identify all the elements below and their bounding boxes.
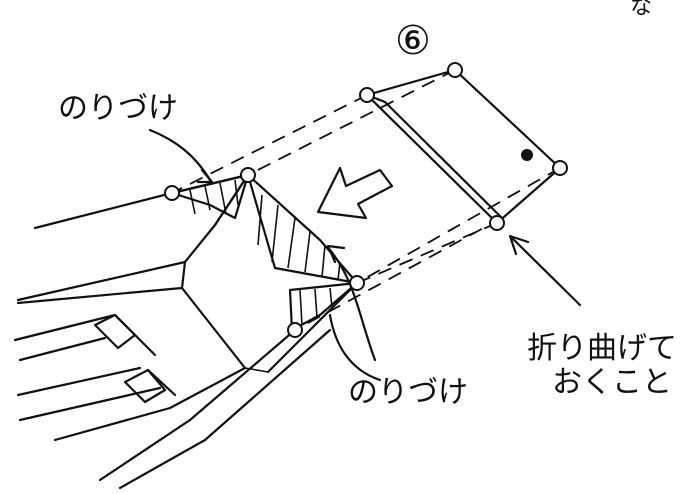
glue-area-top <box>170 173 250 220</box>
point-2 <box>240 167 256 183</box>
tab-upper <box>93 313 137 350</box>
guide-line-1 <box>171 94 368 194</box>
slot-left-edge <box>246 173 277 270</box>
body-top-edge <box>33 191 174 230</box>
body-front-edge <box>266 281 359 374</box>
point-5 <box>359 87 375 103</box>
leader-fold-note-arrowhead <box>508 234 530 256</box>
body-left-edge-4 <box>18 336 107 362</box>
label-fold-note-line1: 折り曲げて <box>527 331 677 366</box>
body-left-edge-5 <box>16 366 142 397</box>
inner-panel-top <box>213 173 250 227</box>
tab-lower <box>123 368 167 404</box>
body-flap-edge-2 <box>188 328 297 422</box>
body-left-edge-2 <box>16 286 184 305</box>
leader-glue-slot <box>328 248 377 362</box>
guide-line-4 <box>356 167 561 284</box>
alignment-guides <box>171 69 561 331</box>
guide-line-2 <box>247 69 456 176</box>
point-1 <box>164 185 180 201</box>
body-bottom-edge-2 <box>118 438 207 490</box>
body-bottom-edge-3 <box>168 366 247 410</box>
glue-area-slot <box>257 194 341 281</box>
body-flap-edge <box>203 328 332 442</box>
point-7 <box>552 160 568 176</box>
body-bottom-edge-1 <box>98 418 192 482</box>
corner-text-fragment: な <box>630 0 652 20</box>
body-left-edge-3 <box>13 313 117 342</box>
slot-right-edge <box>246 173 359 285</box>
leader-glue-top <box>148 128 212 182</box>
glue-tab-top <box>170 173 250 220</box>
move-direction-arrow <box>316 166 394 220</box>
label-fold-note-line2: おくこと <box>552 365 672 400</box>
label-glue-top: のりづけ <box>58 91 178 126</box>
body-left-edge-7 <box>53 406 172 442</box>
main-body <box>13 173 359 490</box>
glue-area-bottom <box>288 281 359 332</box>
step-number: ⑥ <box>395 18 431 64</box>
point-6 <box>447 62 463 78</box>
guide-line-5 <box>294 217 503 331</box>
body-left-edge-1 <box>16 260 187 302</box>
tab-connectors <box>113 313 177 397</box>
body-left-edge-6 <box>18 386 162 422</box>
part-outline <box>365 68 562 225</box>
leader-fold-note <box>510 236 582 307</box>
label-glue-bottom: のりづけ <box>348 375 468 410</box>
separate-part <box>365 68 562 225</box>
slot-lower-edge <box>273 266 359 285</box>
point-4 <box>287 322 303 338</box>
point-8 <box>489 215 505 231</box>
leader-glue-slot-arrowhead <box>326 244 346 264</box>
leader-glue-top-arrowhead <box>196 168 214 184</box>
leader-glue-bottom <box>328 313 382 382</box>
part-dot-mark <box>521 149 533 161</box>
inner-panel-bottom-edge <box>180 286 247 370</box>
